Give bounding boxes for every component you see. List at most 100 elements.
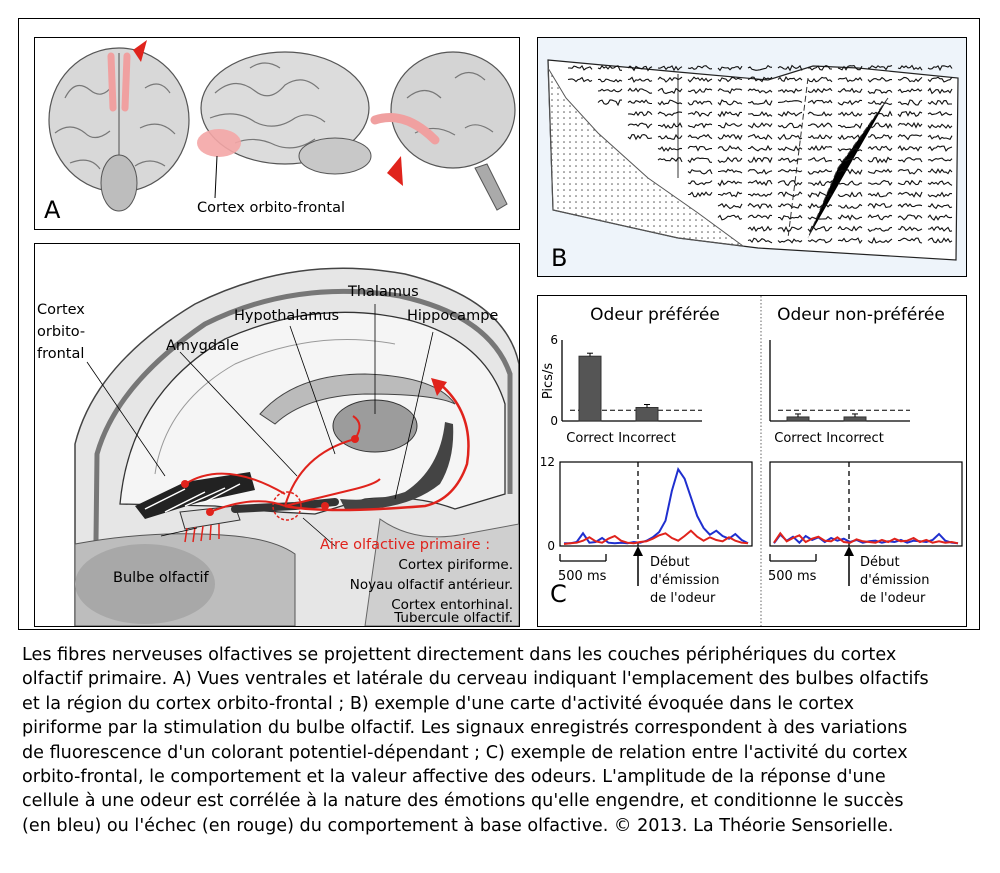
panel-a-letter: A [44, 196, 61, 224]
trace [777, 168, 803, 173]
trace [807, 191, 833, 199]
trace [927, 191, 953, 198]
trace [777, 76, 803, 82]
trace [657, 76, 683, 83]
trace [627, 76, 653, 83]
trace [837, 76, 863, 83]
olfactory-bulb-shape [179, 505, 241, 530]
trace [747, 76, 773, 83]
trace [807, 111, 833, 117]
trace [627, 87, 653, 94]
trace [837, 65, 863, 71]
trace [867, 88, 893, 94]
trace [777, 157, 803, 163]
bar-category-label: Incorrect [826, 431, 884, 446]
hypothalamus-label: Hypothalamus [234, 308, 340, 324]
trace [807, 215, 833, 220]
trace [837, 191, 863, 198]
trace [897, 64, 923, 71]
trace [597, 78, 623, 83]
trace [807, 225, 833, 233]
trace [927, 157, 953, 162]
trace [687, 87, 713, 95]
psth-frame [769, 461, 963, 547]
trace [927, 214, 953, 221]
trace [687, 180, 713, 186]
area-item-3: Cortex entorhinal. [391, 597, 513, 613]
trace [747, 64, 773, 71]
trace [927, 123, 953, 129]
psth-right [769, 461, 963, 547]
trace [867, 145, 893, 152]
trace [657, 146, 683, 152]
trace [748, 110, 773, 118]
trace [807, 156, 833, 163]
bar-correct [786, 416, 810, 422]
trace [657, 122, 683, 129]
trace [717, 203, 743, 210]
trace [928, 226, 953, 233]
trace [897, 121, 923, 129]
trace [627, 110, 653, 117]
trace [687, 76, 713, 83]
trace [747, 214, 773, 220]
trace [717, 214, 743, 221]
trace [927, 180, 953, 186]
trace [897, 110, 923, 118]
trace [717, 65, 743, 72]
trace [897, 225, 923, 232]
trace [657, 157, 683, 163]
trace [777, 88, 803, 94]
trace [927, 99, 952, 106]
trace [867, 236, 893, 244]
trace [807, 87, 833, 94]
trace [927, 87, 953, 95]
thalamus-label: Thalamus [348, 284, 419, 300]
failure-trace [563, 529, 749, 545]
trace [778, 214, 803, 221]
trace [717, 122, 743, 129]
trace [747, 156, 773, 164]
caption-line: cellule à une odeur est corrélée à la na… [22, 791, 904, 812]
panel-c-charts: Odeur préférée Odeur non-préférée Pics/s… [540, 296, 963, 626]
trace [568, 64, 593, 71]
panel-b: B [537, 37, 967, 277]
area-item-1: Cortex piriforme. [398, 557, 513, 573]
trace [747, 133, 773, 141]
trace [897, 203, 923, 208]
trace [867, 168, 893, 175]
trace [837, 99, 863, 106]
bar-ytick-bottom: 0 [550, 414, 558, 428]
trace [597, 65, 623, 71]
trace [927, 237, 953, 244]
trace [837, 225, 863, 232]
trace [777, 180, 803, 187]
trace [837, 148, 863, 152]
trace [718, 191, 743, 198]
trace [657, 133, 683, 140]
trace [777, 110, 803, 117]
trace [807, 64, 832, 71]
trace [807, 99, 833, 105]
trace [867, 202, 893, 209]
trace [808, 180, 833, 187]
trace [777, 64, 803, 72]
panel-b-letter: B [551, 244, 568, 272]
caption-line: orbito-frontal, le comportement et la va… [22, 767, 886, 788]
trace [837, 214, 863, 221]
panel-a: A Cortex orbito-frontal [34, 37, 520, 230]
bar-incorrect [843, 416, 867, 422]
orbitofrontal-cortex-label: Cortex orbito-frontal [197, 200, 346, 216]
fluorescence-traces [567, 64, 953, 245]
trace [627, 134, 653, 141]
trace [717, 156, 743, 164]
trace [717, 76, 743, 83]
trace [687, 145, 713, 152]
trace [837, 237, 863, 245]
trace [807, 76, 833, 83]
trace [897, 99, 923, 106]
line-ytick-bottom: 0 [547, 539, 555, 553]
caption-line: de fluorescence d'un colorant potentiel-… [22, 742, 908, 763]
lateral-brain-view [197, 51, 372, 199]
